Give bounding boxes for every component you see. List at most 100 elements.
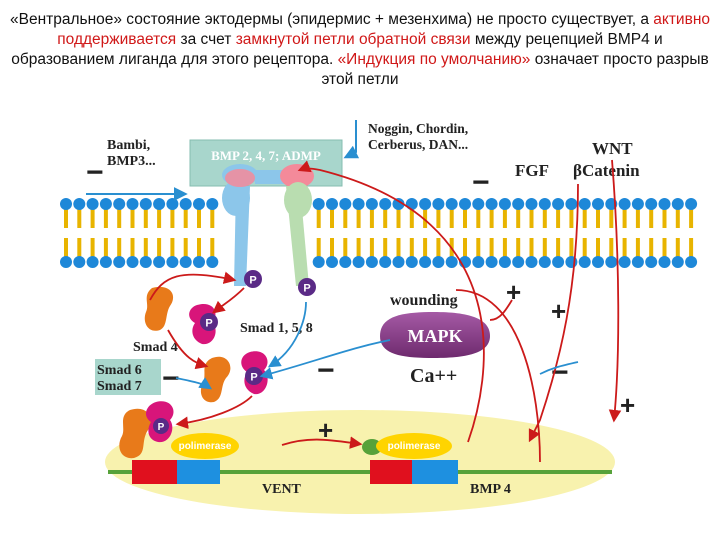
smad4-label: Smad 4 [133,340,178,355]
lipid-head [139,198,152,210]
lipid-head [512,256,525,268]
lipid-tail [356,238,361,258]
phospho-smad-top: P [200,313,218,331]
smad4-protein-top [144,286,174,331]
lipid-tail [502,208,507,228]
arrow-smad67-inhibit [175,377,213,390]
lipid-tail [77,238,82,258]
lipid-tail [90,208,95,228]
lipid-head [671,256,684,268]
lipid-head [60,198,72,210]
lipid-head [671,198,684,210]
lipid-tail [582,238,587,258]
bmp3-label: BMP3... [107,154,156,169]
lipid-tail [103,208,108,228]
lipid-head [578,198,591,210]
lipid-head [525,256,538,268]
lipid-tail [463,208,467,228]
lipid-head [498,198,511,210]
lipid-head [538,198,551,210]
lipid-tail [662,208,667,228]
lipid-head [193,256,205,268]
lipid-head [578,256,591,268]
lipid-tail [569,208,574,228]
lipid-tail [596,238,600,258]
lipid-tail [170,208,175,228]
lipid-tail [542,238,547,258]
lipid-tail [449,208,454,228]
lipid-tail [316,238,321,258]
caption: «Вентральное» состояние эктодермы (эпиде… [8,10,712,90]
lipid-tail [689,208,694,228]
lipid-head [86,198,99,210]
lipid-head [86,256,99,268]
lipid-tail [396,238,401,258]
lipid-head [73,198,86,210]
lipid-tail [476,238,481,258]
lipid-head [592,198,604,210]
lipid-head [445,256,458,268]
lipid-tail [396,208,401,228]
bmp-ligands-label: BMP 2, 4, 7; ADMP [211,148,321,163]
arrow-mapk-inhibit-smad [259,339,391,380]
lipid-head [99,198,112,210]
lipid-tail [436,238,441,258]
lipid-tail [409,238,414,258]
lipid-head [552,198,565,210]
bambi-label: Bambi, [107,138,150,153]
lipid-tail [569,238,574,258]
arrow-smad-complex [167,329,209,370]
smad67-minus-sign: − [162,362,180,395]
polymerase-bmp4-label: polimerase [388,441,441,452]
lipid-head [326,256,338,268]
phospho-receptor-2: P [298,278,316,296]
lipid-head [126,256,139,268]
lipid-tail [117,238,122,258]
lipid-head [565,198,578,210]
lipid-tail [542,208,547,228]
cerberus-label: Cerberus, DAN... [368,137,468,152]
lipid-tail [130,208,135,228]
lipid-head [179,256,192,268]
arrow-wnt-inhibit [539,361,579,375]
vent-plus-sign: + [318,415,333,445]
lipid-tail [423,208,428,228]
lipid-head [352,256,365,268]
fgf-plus-sign: + [551,296,566,326]
lipid-head [419,256,432,268]
arrow-mapk-plus [489,299,513,321]
lipid-tail [210,208,215,228]
lipid-tail [210,238,215,258]
lipid-head [538,256,551,268]
lipid-tail [117,208,122,228]
lipid-tail [197,238,201,258]
lipid-tail [197,208,201,228]
arrow-smad-to-nucleus [175,395,253,429]
lipid-tail [330,238,334,258]
lipid-head [206,198,219,210]
lipid-tail [556,208,561,228]
activator-bmp4 [362,439,382,455]
lipid-tail [609,238,614,258]
bmp4-gene-red [370,460,412,484]
lipid-head [153,198,166,210]
lipid-tail [529,208,534,228]
svg-text:P: P [205,318,212,330]
lipid-head [405,198,418,210]
svg-text:P: P [249,275,256,287]
lipid-tail [383,208,388,228]
lipid-tail [423,238,428,258]
lipid-head [658,198,671,210]
vent-gene-blue [177,460,220,484]
wnt-minus-sign: − [551,356,569,389]
smad4-protein-mid [200,356,231,403]
vent-gene-red [132,460,177,484]
bmp4-gene-label: BMP 4 [470,482,511,497]
lipid-head [339,256,352,268]
smad158-label: Smad 1, 5, 8 [240,321,313,336]
lipid-head [326,198,338,210]
arrow-fgf-to-bmp4 [528,183,579,443]
bmp-ligand-2 [225,169,255,187]
svg-text:P: P [303,283,310,295]
smad4-protein-nuclear [119,408,152,459]
